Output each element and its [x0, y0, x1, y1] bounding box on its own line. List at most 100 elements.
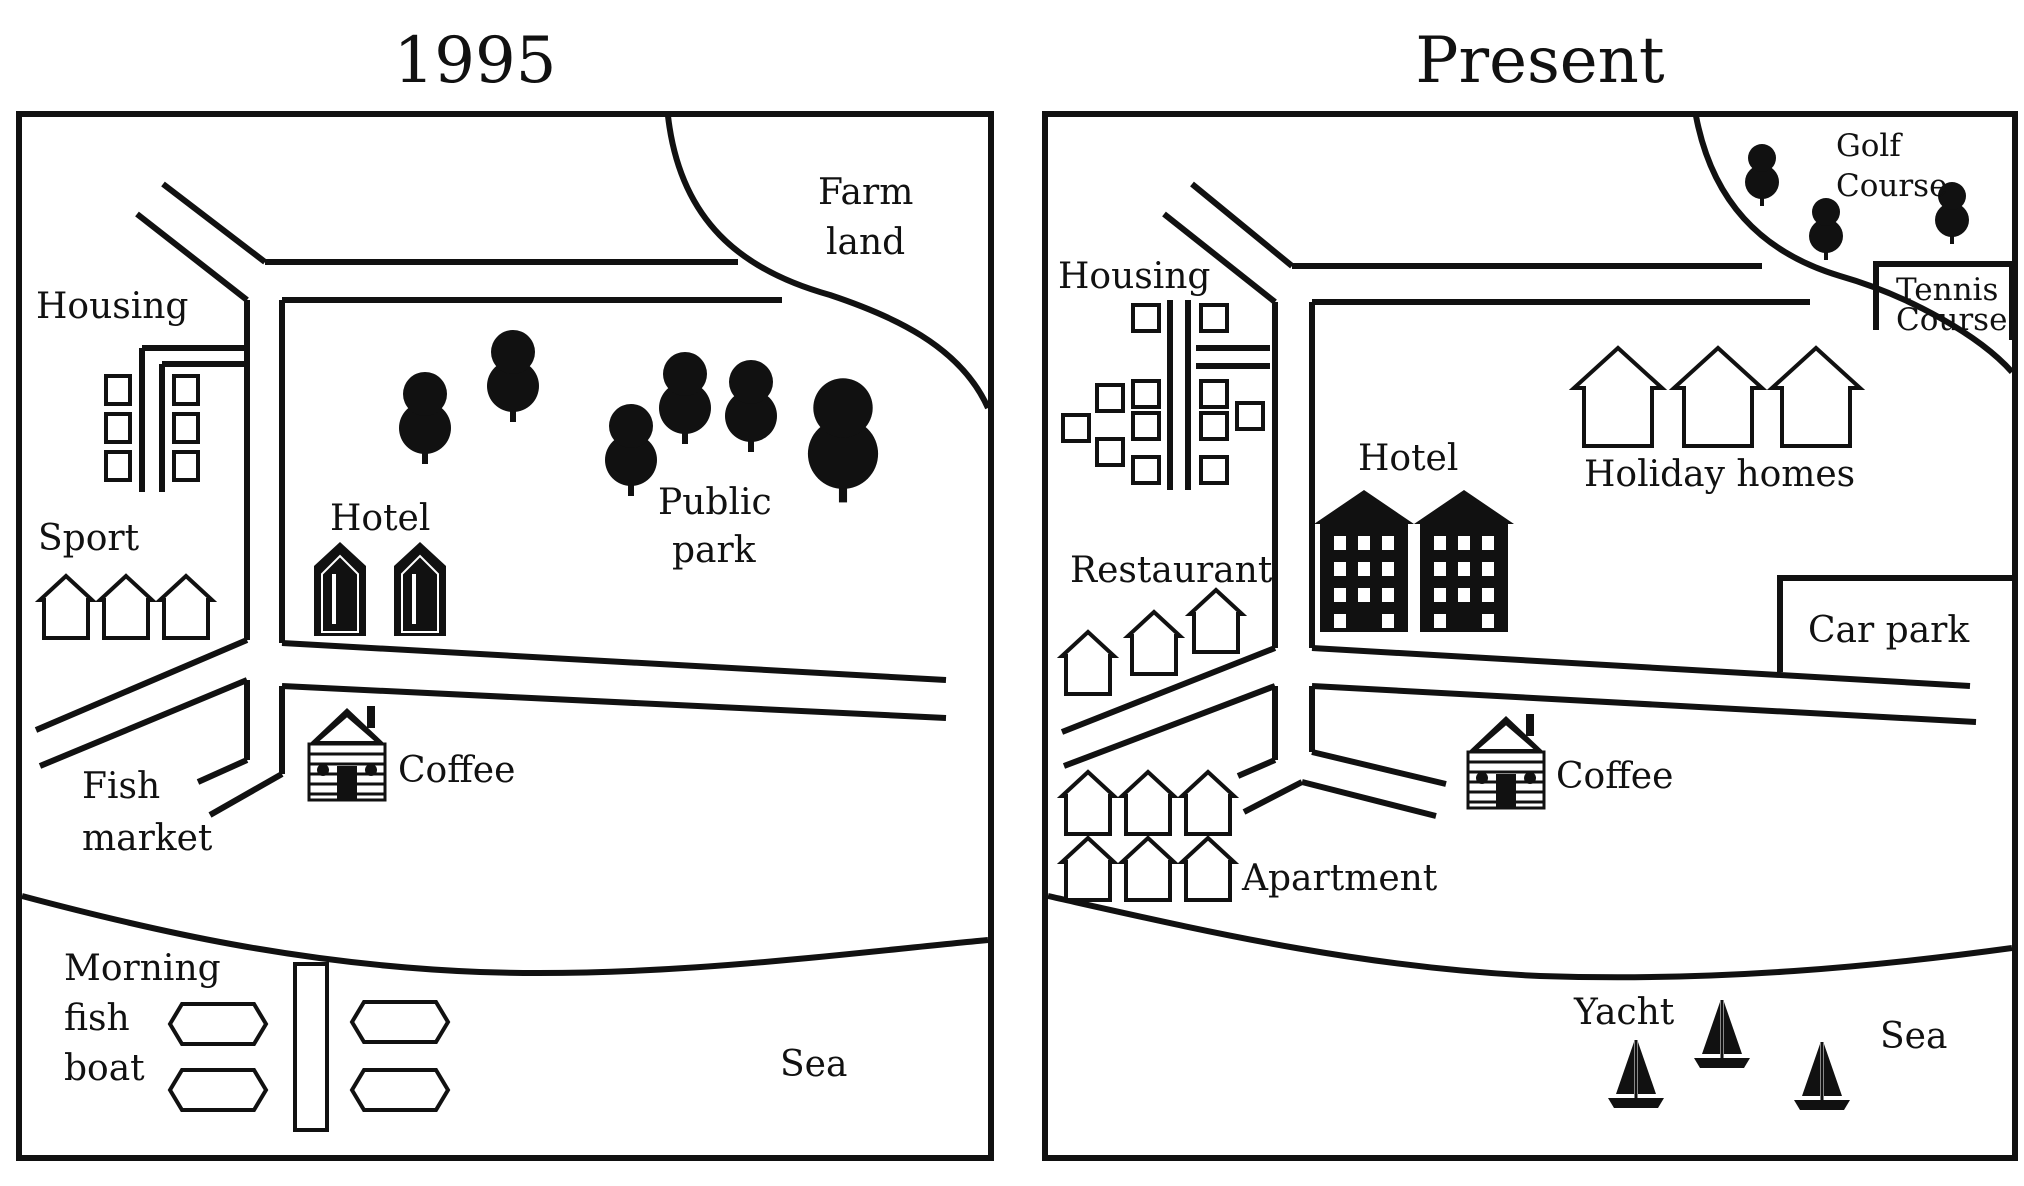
building-icon [104, 374, 132, 406]
label-morning-fish-boat-1: Morning [64, 948, 221, 989]
map-title: Present [1415, 24, 1664, 98]
coffee-house-icon [1466, 712, 1546, 810]
label-farm-land-1: Farm [818, 172, 913, 213]
label-car-park: Car park [1808, 610, 1970, 651]
building-icon [172, 374, 200, 406]
building-icon [1235, 401, 1265, 431]
label-apartment: Apartment [1241, 858, 1438, 899]
label-golf-course-2: Course [1836, 168, 1947, 204]
car-park-area [1777, 575, 2012, 672]
label-hotel: Hotel [330, 498, 430, 539]
label-sea: Sea [1880, 1016, 1947, 1057]
label-morning-fish-boat-3: boat [64, 1048, 145, 1089]
map-1995: 1995 [16, 24, 994, 1161]
sea-shoreline [1047, 893, 2013, 981]
tennis-course-area [1873, 261, 2015, 340]
housing-present [1061, 303, 1265, 485]
pier [293, 962, 329, 1132]
house-icon [1126, 610, 1182, 676]
hotel-icon [313, 541, 367, 637]
label-holiday-homes: Holiday homes [1584, 454, 1855, 495]
boat-icon [168, 1002, 268, 1046]
label-coffee: Coffee [398, 750, 515, 791]
apartment-houses [1060, 770, 1236, 902]
tree-icon [399, 372, 451, 464]
house-icon [1120, 770, 1176, 836]
yacht-icon [1606, 1038, 1666, 1110]
label-tennis-course-1: Tennis [1896, 272, 1998, 308]
label-public-park-2: park [672, 530, 757, 571]
label-golf-course-1: Golf [1836, 128, 1903, 164]
sport-houses [38, 574, 214, 640]
building-icon [1131, 411, 1161, 441]
farm-land-boundary [665, 115, 991, 410]
label-tennis-course-2: Course [1896, 302, 2007, 338]
building-icon [104, 450, 132, 482]
building-icon [1199, 379, 1229, 409]
map-frame [16, 111, 994, 1161]
building-icon [1095, 383, 1125, 413]
label-housing: Housing [36, 286, 188, 327]
house-icon [1120, 836, 1176, 902]
building-icon [1131, 455, 1161, 485]
label-morning-fish-boat-2: fish [64, 998, 130, 1039]
house-icon [1188, 588, 1244, 654]
label-housing: Housing [1058, 256, 1210, 297]
road-network [34, 181, 947, 818]
label-fish-market-2: market [82, 818, 213, 859]
building-icon [1199, 303, 1229, 333]
building-icon [1131, 303, 1161, 333]
tree-icon [605, 404, 657, 496]
house-icon [1060, 836, 1116, 902]
hotel-1995 [313, 541, 447, 637]
label-coffee: Coffee [1556, 756, 1673, 797]
label-yacht: Yacht [1573, 992, 1675, 1033]
label-sea: Sea [780, 1044, 847, 1085]
house-icon [1060, 770, 1116, 836]
label-sport: Sport [38, 518, 140, 559]
hotel-icon [1414, 490, 1514, 632]
restaurant-houses [1060, 588, 1244, 696]
building-icon [1131, 379, 1161, 409]
house-icon [98, 574, 154, 640]
building-icon [172, 412, 200, 444]
building-icon [1199, 411, 1229, 441]
tree-icon [1809, 198, 1843, 260]
golf-course-boundary [1693, 115, 2015, 374]
public-park-trees [399, 330, 879, 503]
house-icon [38, 574, 94, 640]
tree-icon [725, 360, 777, 452]
house-icon [1060, 630, 1116, 696]
label-restaurant: Restaurant [1070, 550, 1273, 591]
hotel-icon [393, 541, 447, 637]
house-icon [158, 574, 214, 640]
yacht-icon [1692, 998, 1752, 1070]
boat-icon [168, 1068, 268, 1112]
house-icon [1180, 770, 1236, 836]
map-frame [1042, 111, 2018, 1161]
housing-1995 [104, 374, 200, 482]
label-public-park-1: Public [658, 482, 772, 523]
label-hotel: Hotel [1358, 438, 1458, 479]
house-icon [1572, 346, 1664, 448]
boat-icon [350, 1068, 450, 1112]
coffee-house-icon [307, 704, 387, 802]
holiday-homes [1572, 346, 1862, 448]
tree-icon [807, 378, 879, 503]
building-icon [104, 412, 132, 444]
hotel-icon [1314, 490, 1414, 632]
tree-icon [487, 330, 539, 422]
hotel-present [1314, 490, 1514, 632]
road-network [1060, 181, 1977, 819]
label-fish-market-1: Fish [82, 766, 160, 807]
building-icon [1061, 413, 1091, 443]
label-farm-land-2: land [826, 222, 905, 263]
tree-icon [659, 352, 711, 444]
map-title: 1995 [394, 24, 557, 98]
house-icon [1770, 346, 1862, 448]
building-icon [172, 450, 200, 482]
map-present: Present [1042, 24, 2018, 1161]
building-icon [1199, 455, 1229, 485]
